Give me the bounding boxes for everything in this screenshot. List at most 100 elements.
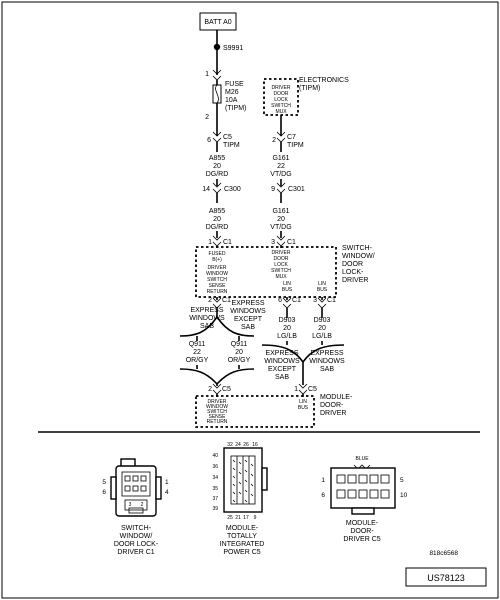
tipm-view-label-2: TOTALLY bbox=[227, 533, 257, 540]
q911-1-gauge: 20 bbox=[235, 349, 243, 356]
switch-label-2: WINDOW/ bbox=[342, 253, 375, 260]
q911-1-circuit: Q911 bbox=[231, 341, 248, 348]
door-c5-pin-1: 1 bbox=[321, 477, 325, 484]
sense-3: SWITCH bbox=[207, 277, 227, 283]
mux-3: LOCK bbox=[274, 262, 288, 268]
branch-left-fork bbox=[179, 315, 255, 337]
g161-bottom-gauge: 20 bbox=[277, 216, 285, 223]
lin-b-2: BUS bbox=[317, 287, 328, 293]
tipm-pin-9: 9 bbox=[254, 515, 257, 521]
c1-top-right-pin: 3 bbox=[271, 239, 275, 246]
c300-name: C300 bbox=[224, 186, 241, 193]
mux-5: MUX bbox=[275, 274, 287, 280]
branch-left-b-3: EXCEPT bbox=[234, 316, 263, 323]
fuse-label-2: M26 bbox=[225, 89, 239, 96]
tipm-pin-25: 25 bbox=[227, 515, 233, 521]
c1-bottom-2-pin: 3 bbox=[313, 297, 317, 304]
d903-0-color: LG/LB bbox=[277, 333, 297, 340]
connector-view-tipm-c5: 32 24 26 16 25 21 17 9 40 36 34 35 37 39 bbox=[212, 442, 268, 521]
fuse-element bbox=[215, 84, 219, 104]
tipm-view-label-4: POWER C5 bbox=[223, 549, 260, 556]
door-lin-2: BUS bbox=[298, 405, 309, 411]
tipm-pin-34: 34 bbox=[212, 475, 218, 481]
switch-label-4: LOCK- bbox=[342, 269, 364, 276]
c5-tipm-name: C5 bbox=[223, 134, 232, 141]
fuse-label-3: 10A bbox=[225, 97, 238, 104]
g161-bottom-color: VT/DG bbox=[270, 224, 291, 231]
c1-view-label-1: SWITCH- bbox=[121, 525, 152, 532]
door-view-label-3: DRIVER C5 bbox=[343, 536, 380, 543]
tipm-pin-39: 39 bbox=[212, 506, 218, 512]
switch-label-3: DOOR bbox=[342, 261, 363, 268]
d903-0-circuit: D903 bbox=[279, 317, 296, 324]
doc-id: US78123 bbox=[427, 573, 465, 583]
c300-pin: 14 bbox=[202, 186, 210, 193]
d903-0-gauge: 20 bbox=[283, 325, 291, 332]
tipm-pin-16: 16 bbox=[252, 442, 258, 448]
module-c5-left-name: C5 bbox=[222, 386, 231, 393]
branch-right-a-4: SAB bbox=[275, 374, 289, 381]
branch-left-b-2: WINDOWS bbox=[230, 308, 266, 315]
door-c5-pin-10: 10 bbox=[400, 492, 408, 499]
c1-top-left-name: C1 bbox=[223, 239, 232, 246]
q911-0-color: OR/GY bbox=[186, 357, 209, 364]
door-lin-1: LIN bbox=[299, 399, 307, 405]
tipm-box-4: SWITCH bbox=[271, 103, 291, 109]
c1-bottom-1-pin: 6 bbox=[278, 297, 282, 304]
battery-box bbox=[199, 12, 237, 31]
c1-view-pin-4: 4 bbox=[165, 489, 169, 496]
c7-tipm-pin: 2 bbox=[272, 137, 276, 144]
g161-top-gauge: 22 bbox=[277, 163, 285, 170]
tipm-box-5: MUX bbox=[275, 109, 287, 115]
tipm-pin-36: 36 bbox=[212, 464, 218, 470]
c1-view-pin-2: 2 bbox=[141, 502, 144, 508]
c301-pin: 9 bbox=[271, 186, 275, 193]
fuse-pin-bottom: 2 bbox=[205, 114, 209, 121]
c5-tipm-pin: 6 bbox=[207, 137, 211, 144]
mux-4: SWITCH bbox=[271, 268, 291, 274]
sense-2: WINDOW bbox=[206, 271, 228, 277]
branch-right-b-1: EXPRESS bbox=[310, 350, 343, 357]
c1-bottom-2-name: C1 bbox=[327, 297, 336, 304]
door-module-label-3: DRIVER bbox=[320, 410, 346, 417]
d903-1-gauge: 20 bbox=[318, 325, 326, 332]
q911-1-color: OR/GY bbox=[228, 357, 251, 364]
fuse-pin-top: 1 bbox=[205, 71, 209, 78]
branch-left-a-2: WINDOWS bbox=[189, 315, 225, 322]
c1-bottom-0-name: C1 bbox=[222, 297, 231, 304]
lin-a-2: BUS bbox=[282, 287, 293, 293]
q911-0-gauge: 22 bbox=[193, 349, 201, 356]
doc-id-box bbox=[405, 567, 487, 587]
module-c5-right-pin: 1 bbox=[294, 386, 298, 393]
g161-bottom-circuit: G161 bbox=[272, 208, 289, 215]
branch-left-b-4: SAB bbox=[241, 324, 255, 331]
c7-tipm-location: TIPM bbox=[287, 142, 304, 149]
tipm-pin-26: 26 bbox=[243, 442, 249, 448]
c1-view-pin-1: 1 bbox=[165, 479, 169, 486]
c1-view-pin-6: 6 bbox=[102, 489, 106, 496]
switch-label-5: DRIVER bbox=[342, 277, 368, 284]
branch-left-a-3: SAB bbox=[200, 323, 214, 330]
branch-right-b-2: WINDOWS bbox=[309, 358, 345, 365]
sense-4: SENSE bbox=[209, 283, 227, 289]
q911-0-circuit: Q911 bbox=[189, 341, 206, 348]
splice-label: S9991 bbox=[223, 45, 243, 52]
fuse-label-4: (TIPM) bbox=[225, 105, 246, 112]
branch-right-a-1: EXPRESS bbox=[265, 350, 298, 357]
a855-top-circuit: A855 bbox=[209, 155, 225, 162]
c1-view-label-4: DRIVER C1 bbox=[117, 549, 154, 556]
c1-bottom-1-name: C1 bbox=[292, 297, 301, 304]
door-box-1: DRIVER bbox=[208, 399, 227, 405]
module-c5-left-pin: 2 bbox=[208, 386, 212, 393]
c1-view-pin-3: 3 bbox=[129, 502, 132, 508]
door-module-label-2: DOOR- bbox=[320, 402, 344, 409]
c5-tipm-location: TIPM bbox=[223, 142, 240, 149]
tipm-pin-21: 21 bbox=[235, 515, 241, 521]
tipm-box-1: DRIVER bbox=[272, 85, 291, 91]
fuse-label-1: FUSE bbox=[225, 81, 244, 88]
tipm-pin-40: 40 bbox=[212, 453, 218, 459]
door-c5-pin-5: 5 bbox=[400, 477, 404, 484]
switch-window-door-lock-module bbox=[195, 246, 337, 298]
fused-1: FUSED bbox=[209, 251, 226, 257]
